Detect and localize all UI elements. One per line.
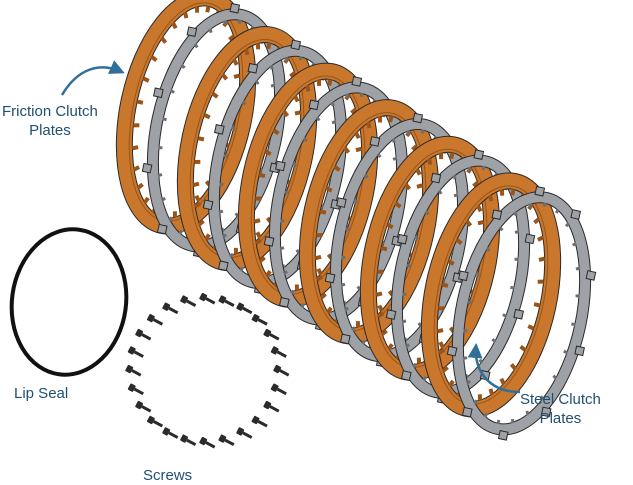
screw bbox=[162, 427, 179, 439]
screw-set bbox=[125, 292, 290, 449]
screw bbox=[273, 364, 290, 377]
screw bbox=[251, 415, 268, 428]
screw bbox=[270, 383, 287, 396]
screw bbox=[135, 328, 152, 341]
friction-plates-label-line1: Friction Clutch bbox=[2, 103, 98, 120]
lip-seal-label: Lip Seal bbox=[14, 385, 69, 402]
screw bbox=[263, 328, 280, 341]
steel-plates-label-line1: Steel Clutch bbox=[520, 391, 601, 408]
screw bbox=[180, 434, 197, 447]
screw bbox=[125, 364, 142, 377]
steel-callout-arrow bbox=[467, 343, 521, 394]
screw bbox=[162, 302, 179, 315]
screw bbox=[127, 383, 144, 396]
screw bbox=[251, 314, 268, 326]
screw bbox=[199, 292, 216, 305]
friction-plates-label-line2: Plates bbox=[29, 122, 71, 139]
screws-label: Screws bbox=[143, 467, 193, 484]
friction-callout-arrow bbox=[60, 60, 125, 96]
screw bbox=[180, 295, 197, 307]
screw bbox=[270, 346, 287, 358]
screw bbox=[199, 436, 216, 449]
screw bbox=[127, 346, 144, 358]
friction-plates-label: Friction Clutch Plates bbox=[2, 102, 98, 140]
screw bbox=[236, 302, 253, 315]
screw bbox=[146, 415, 164, 428]
screw bbox=[263, 400, 280, 413]
lip-seal-ring bbox=[9, 227, 129, 377]
clutch-plate-stack bbox=[115, 0, 597, 441]
screw bbox=[218, 434, 235, 447]
screw bbox=[146, 314, 164, 326]
steel-clutch-plate bbox=[446, 185, 597, 441]
screw bbox=[236, 427, 253, 439]
steel-plates-label-line2: Plates bbox=[539, 410, 582, 427]
steel-plates-label: Steel Clutch Plates bbox=[520, 390, 601, 428]
screw bbox=[135, 400, 152, 413]
screw bbox=[218, 295, 235, 307]
